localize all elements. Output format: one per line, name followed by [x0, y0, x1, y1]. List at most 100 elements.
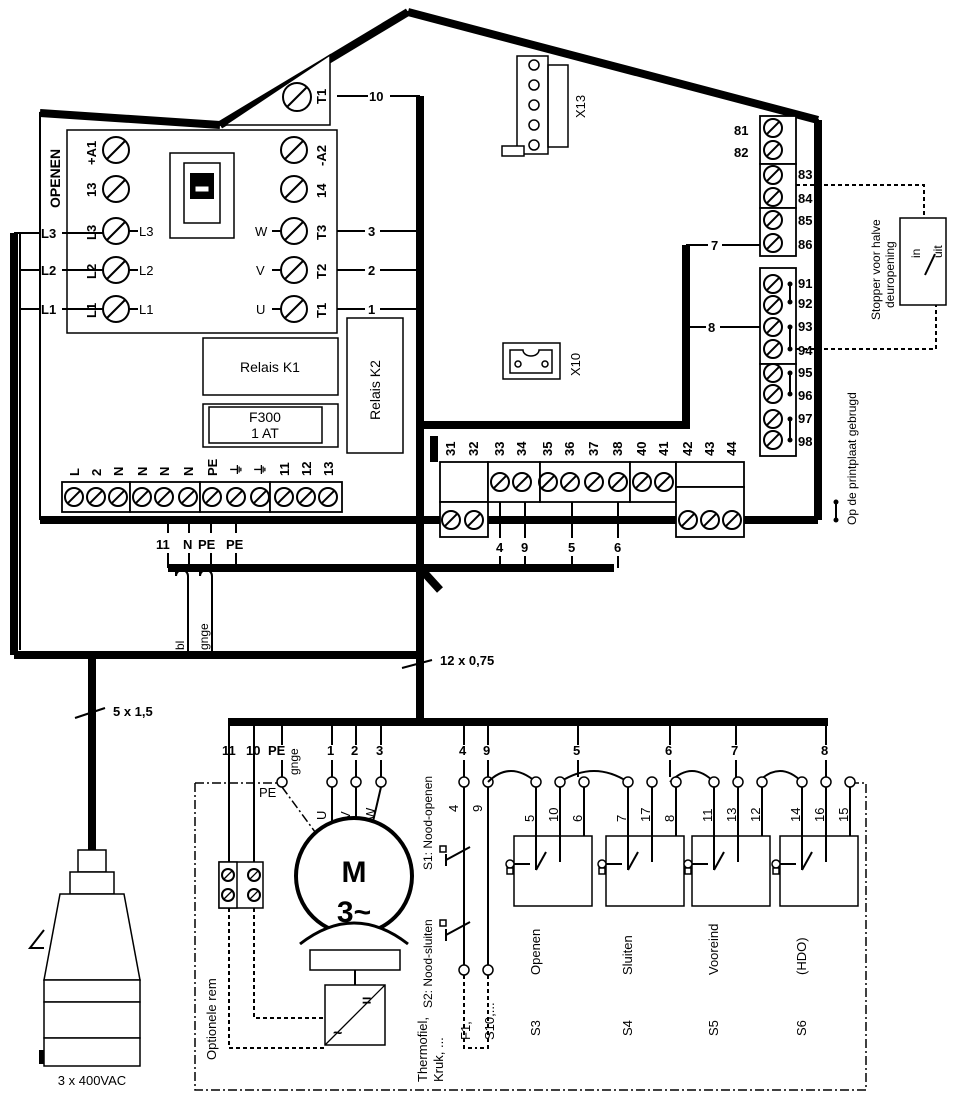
screw-right-96 [763, 384, 783, 404]
mid-terminal-label: 31 [443, 442, 458, 456]
switch-number: 13 [724, 808, 739, 822]
fuse-name: F300 [249, 409, 281, 425]
screw-mid-43 [700, 510, 720, 530]
drop-9: 9 [521, 540, 528, 555]
bus-label: 7 [731, 743, 738, 758]
screw-right-94 [763, 339, 783, 359]
switch-name: Vooreind [706, 924, 721, 975]
feed-l3: L3 [41, 226, 56, 241]
thermo-4: S10,... [482, 1002, 497, 1040]
switch-number: 7 [614, 815, 629, 822]
bus-label: 5 [573, 743, 580, 758]
relay-k2: Relais K2 [346, 317, 404, 454]
bus-label: 3 [376, 743, 383, 758]
screw-right-84 [763, 187, 783, 207]
screw-mid-36 [560, 472, 580, 492]
contactor-label-13: 13 [84, 183, 99, 197]
screw-right-98 [763, 430, 783, 450]
switch-number: 12 [748, 808, 763, 822]
bottom-terminal-label: ⏚ [229, 463, 244, 476]
screw-mid-40 [632, 472, 652, 492]
emergency-4: 4 [446, 805, 461, 812]
screw-bottom-8 [250, 487, 270, 507]
drop-11: 11 [156, 537, 170, 552]
x13-connector: X13 [501, 55, 588, 157]
screw-mid-34 [512, 472, 532, 492]
t1-terminal: T1 [282, 82, 329, 112]
wire-label-7: 7 [711, 238, 718, 253]
wire-label-1: 1 [368, 302, 375, 317]
bottom-terminal-label: 13 [321, 462, 336, 476]
mid-terminal-label: 43 [702, 442, 717, 456]
contactor-out-v: V [256, 263, 265, 278]
emergency-9: 9 [470, 805, 485, 812]
board-wires: 10 3 2 1 7 8 L3 L2 L1 [10, 89, 760, 850]
bottom-terminal-label: N [157, 467, 172, 476]
screw-mid-35 [538, 472, 558, 492]
mid-terminal-label: 38 [610, 442, 625, 456]
s1-label: S1: Nood-openen [421, 776, 435, 870]
contactor-right-screws [280, 136, 308, 323]
fuse-rating: 1 AT [251, 425, 279, 441]
contactor-out-l3: L3 [139, 224, 153, 239]
x10-label: X10 [568, 353, 583, 376]
mid-terminal-label: 42 [680, 442, 695, 456]
mid-terminal-label: 41 [656, 442, 671, 456]
stopper-switch: in uit Stopper voor halve deuropening [796, 184, 947, 350]
screw-bottom-2 [108, 487, 128, 507]
terminal-94: 94 [798, 343, 813, 358]
screw-right-86 [763, 233, 783, 253]
mid-terminal-label: 35 [540, 442, 555, 456]
s2-label: S2: Nood-sluiten [421, 919, 435, 1008]
wire-label-3: 3 [368, 224, 375, 239]
screw-bottom-4 [154, 487, 174, 507]
motor-pe: PE [259, 785, 277, 800]
thermo-3: F1, [458, 1021, 473, 1040]
x10-connector: X10 [502, 342, 583, 380]
terminal-95: 95 [798, 365, 812, 380]
terminal-96: 96 [798, 388, 812, 403]
switch-number: 15 [836, 808, 851, 822]
screw-bottom-1 [86, 487, 106, 507]
contactor-out-l1: L1 [139, 302, 153, 317]
switch-code: S6 [794, 1020, 809, 1036]
mid-terminal-label: 36 [562, 442, 577, 456]
screw-bottom-6 [202, 487, 222, 507]
drop-4: 4 [496, 540, 504, 555]
screw-mid-37 [584, 472, 604, 492]
switch-number: 14 [788, 808, 803, 822]
contactor-label-14: 14 [314, 183, 329, 198]
field-bus [228, 718, 828, 777]
contactor-out-u: U [256, 302, 265, 317]
terminal-bridges [787, 281, 793, 443]
drop-5: 5 [568, 540, 575, 555]
bottom-terminal-label: 12 [299, 462, 314, 476]
contactor-out-w: W [255, 224, 268, 239]
switch-name: Sluiten [620, 935, 635, 975]
bottom-terminal-label: N [111, 467, 126, 476]
bridge-legend: Op de printplaat gebrugd [833, 392, 859, 525]
feed-l1: L1 [41, 302, 56, 317]
screw-mid-42 [678, 510, 698, 530]
contactor-label-a2: -A2 [314, 145, 329, 166]
brake-label: Optionele rem [204, 978, 219, 1060]
screw-right-83 [763, 165, 783, 185]
screw-right-91 [763, 274, 783, 294]
contactor-title: OPENEN [47, 149, 63, 208]
switch-code: S3 [528, 1020, 543, 1036]
contactor-label-l1: L1 [84, 303, 99, 318]
cable-main: 12 x 0,75 [440, 653, 494, 668]
screw-bottom-9 [274, 487, 294, 507]
stopper-uit: uit [931, 245, 945, 258]
screw-right-93 [763, 317, 783, 337]
drop-pe1: PE [198, 537, 216, 552]
fuse-f300: F300 1 AT [202, 403, 339, 448]
motor-w: W [363, 807, 378, 820]
rectifier-dc: = [362, 993, 371, 1010]
terminal-93: 93 [798, 319, 812, 334]
mid-terminal-label: 37 [586, 442, 601, 456]
switch-name: (HDO) [794, 937, 809, 975]
bottom-terminal-label: N [135, 467, 150, 476]
